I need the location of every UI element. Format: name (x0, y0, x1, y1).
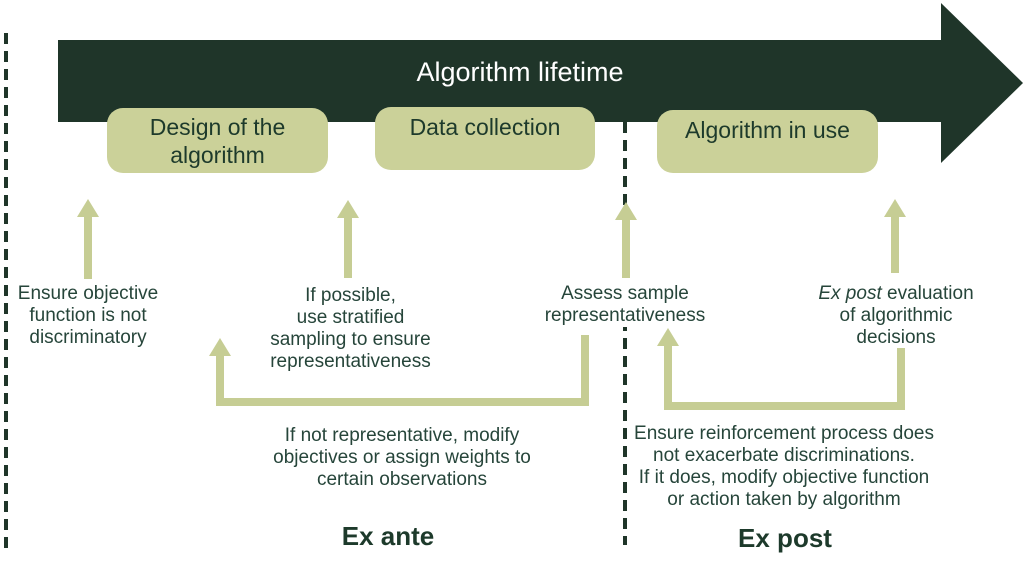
annotation-data-collection: If possible, use stratified sampling to … (270, 285, 431, 372)
stage-label: Data collection (409, 114, 561, 140)
annotation-design: Ensure objective function is not discrim… (17, 283, 159, 348)
left-boundary-dashed-line (4, 33, 8, 553)
ex-ante-feedback-connector (207, 335, 589, 407)
timeline-title: Algorithm lifetime (416, 57, 624, 87)
stage-label: Design of the (149, 113, 286, 140)
ex-ante-ex-post-divider-dashed-line (623, 122, 627, 545)
phase-label-ex-post: Ex post (738, 523, 832, 553)
up-arrow-icon (77, 199, 99, 279)
annotation-sample: Assess sample representativeness (540, 283, 710, 327)
ex-post-feedback-connector (657, 328, 905, 410)
up-arrow-icon (337, 200, 359, 278)
stage-box-design: Design of the algorithm (107, 108, 328, 173)
stage-box-algorithm-in-use: Algorithm in use (657, 110, 878, 173)
annotation-ex-ante-feedback: If not representative, modify objectives… (273, 425, 531, 490)
up-arrow-icon (657, 328, 679, 346)
phase-label-ex-ante: Ex ante (341, 521, 435, 551)
timeline-arrow-head-icon (941, 3, 1023, 163)
annotation-ex-post-feedback: Ensure reinforcement process does not ex… (634, 423, 934, 510)
up-arrow-icon (884, 199, 906, 273)
stage-label: Algorithm in use (685, 117, 850, 143)
stage-box-data-collection: Data collection (375, 107, 595, 170)
up-arrow-icon (209, 338, 231, 356)
stage-label: algorithm (170, 141, 265, 168)
annotation-ex-post-evaluation: Ex post evaluation of algorithmic decisi… (818, 283, 974, 348)
up-arrow-icon (615, 202, 637, 278)
